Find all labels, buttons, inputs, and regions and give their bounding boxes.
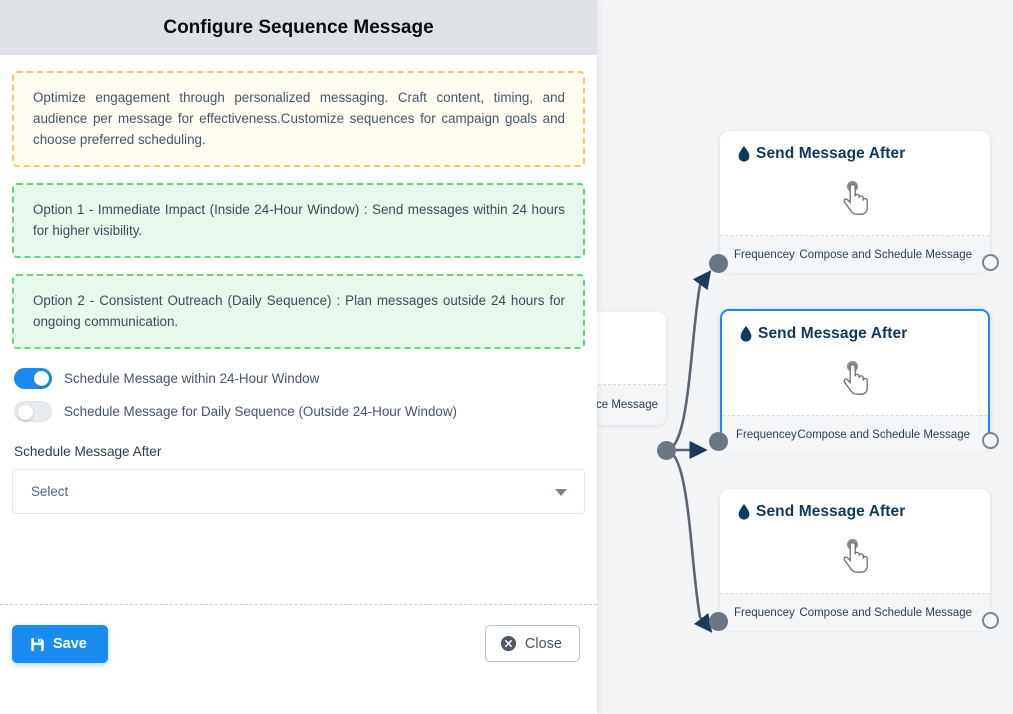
configure-sequence-message-panel: Configure Sequence Message Optimize enga… [0, 0, 597, 714]
panel-header: Configure Sequence Message [0, 0, 597, 55]
toggle-row-daily-sequence[interactable]: Schedule Message for Daily Sequence (Out… [14, 401, 585, 422]
toggle-knob [34, 371, 49, 386]
close-button[interactable]: Close [484, 625, 580, 662]
save-button[interactable]: Save [12, 625, 108, 663]
info-box-option-2-text: Option 2 - Consistent Outreach (Daily Se… [33, 293, 565, 329]
toggle-schedule-within-24-hour-window[interactable] [14, 368, 52, 389]
flow-node-send-message-after-3[interactable]: Send Message After Frequencey Compose an… [709, 489, 999, 631]
save-disk-icon [31, 637, 44, 651]
water-drop-icon [738, 504, 750, 520]
node-title-row: Send Message After [720, 489, 990, 521]
node-body [720, 163, 990, 235]
node-footer-frequency-label: Frequencey [734, 606, 795, 619]
info-box-option-1: Option 1 - Immediate Impact (Inside 24-H… [12, 183, 585, 258]
water-drop-icon [740, 326, 752, 342]
toggle-label-daily-sequence: Schedule Message for Daily Sequence (Out… [64, 404, 457, 419]
pointing-hand-cursor-icon [843, 361, 868, 395]
schedule-message-after-select[interactable]: Select [12, 469, 585, 514]
node-divider [722, 415, 988, 416]
toggle-knob [18, 405, 33, 420]
node-footer-frequency-label: Frequencey [736, 428, 797, 441]
chevron-down-icon [555, 488, 567, 496]
schedule-message-after-value: Select [31, 484, 69, 499]
flow-node-send-message-after-1[interactable]: Send Message After Frequencey Compose an… [709, 131, 999, 273]
node-footer-compose-label: Compose and Schedule Message [799, 606, 972, 619]
node-footer-frequency-label: Frequencey [734, 248, 795, 261]
node-input-handle[interactable] [709, 612, 728, 631]
pointing-hand-cursor-icon [843, 539, 868, 573]
node-footer-compose-label: Compose and Schedule Message [797, 428, 970, 441]
node-footer: Frequencey Compose and Schedule Message [720, 236, 990, 273]
node-divider [720, 235, 990, 236]
source-node-footer-label: ce Message [595, 399, 658, 411]
node-body [722, 343, 988, 415]
save-button-label: Save [53, 636, 87, 652]
node-title-row: Send Message After [720, 131, 990, 163]
node-divider [720, 593, 990, 594]
source-node-output-handle[interactable] [657, 441, 676, 460]
node-footer: Frequencey Compose and Schedule Message [722, 416, 988, 453]
pointing-hand-cursor-icon [843, 181, 868, 215]
info-box-description: Optimize engagement through personalized… [12, 71, 585, 167]
info-box-option-2: Option 2 - Consistent Outreach (Daily Se… [12, 274, 585, 349]
water-drop-icon [738, 146, 750, 162]
node-output-handle[interactable] [982, 612, 999, 629]
node-title-row: Send Message After [722, 311, 988, 343]
schedule-message-after-label: Schedule Message After [14, 444, 162, 459]
toggle-label-within-24-hour-window: Schedule Message within 24-Hour Window [64, 371, 320, 386]
node-input-handle[interactable] [709, 254, 728, 273]
circle-x-icon [500, 635, 516, 652]
node-footer: Frequencey Compose and Schedule Message [720, 594, 990, 631]
node-title-label: Send Message After [756, 145, 906, 162]
info-box-option-1-text: Option 1 - Immediate Impact (Inside 24-H… [33, 202, 565, 238]
node-footer-compose-label: Compose and Schedule Message [799, 248, 972, 261]
node-title-label: Send Message After [756, 503, 906, 520]
node-output-handle[interactable] [982, 432, 999, 449]
toggle-schedule-daily-sequence[interactable] [14, 401, 52, 422]
toggle-row-within-24-hour-window[interactable]: Schedule Message within 24-Hour Window [14, 368, 585, 389]
node-output-handle[interactable] [982, 254, 999, 271]
panel-body: Optimize engagement through personalized… [0, 55, 597, 592]
flow-node-send-message-after-2-selected[interactable]: Send Message After Frequencey Compose an… [709, 309, 999, 453]
node-body [720, 521, 990, 593]
node-title-label: Send Message After [758, 325, 908, 342]
node-input-handle[interactable] [709, 432, 728, 451]
page-title: Configure Sequence Message [163, 16, 434, 38]
close-button-label: Close [524, 635, 562, 652]
info-box-description-text: Optimize engagement through personalized… [33, 90, 565, 147]
panel-footer: Save Close [0, 604, 597, 714]
